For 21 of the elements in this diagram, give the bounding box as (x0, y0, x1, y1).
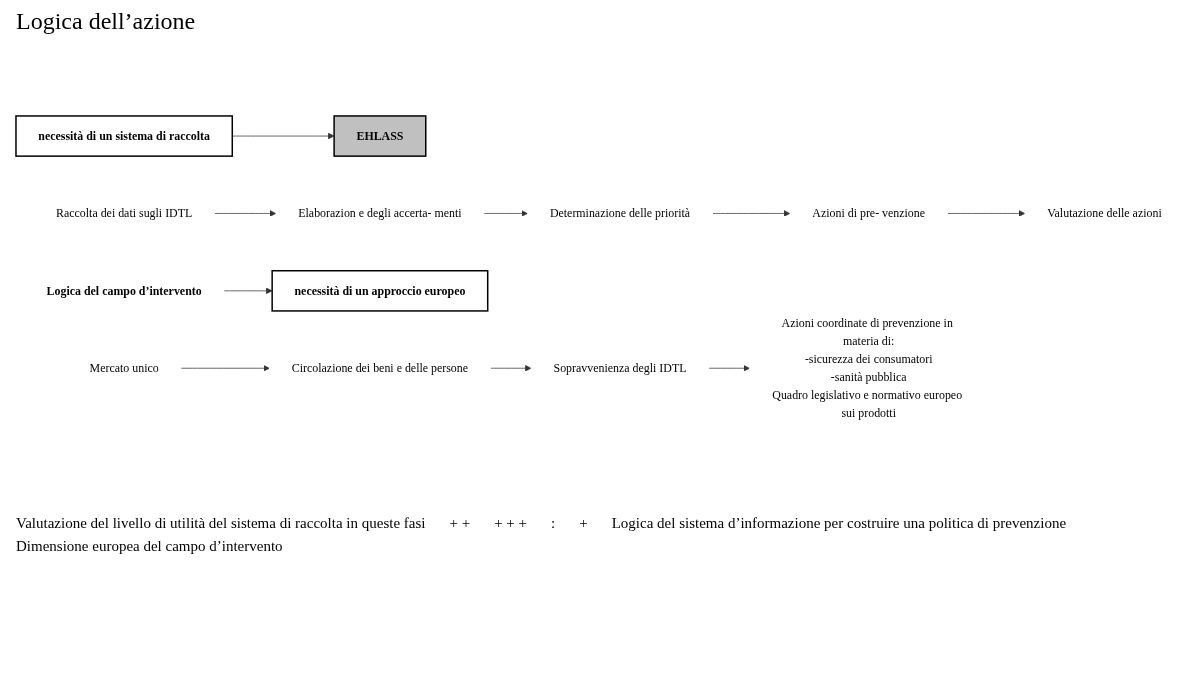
node-text: Azioni di pre- venzione (811, 206, 925, 219)
node-text: Logica del campo d’intervento (46, 283, 202, 297)
note-text: + + + (494, 515, 528, 532)
note-text: + + (449, 515, 471, 532)
node-text: Circolazione dei beni e delle persone (291, 361, 468, 374)
node-text: Elaborazion e degli accerta- menti (297, 206, 462, 219)
note-text: : (551, 515, 556, 532)
note-text: Valutazione del livello di utilità del sistema di raccolta in queste fasi (16, 515, 426, 532)
node-text: Mercato unico (89, 361, 159, 374)
node-box: EHLASS (332, 114, 426, 157)
node-box: necessità di un approccio europeo (270, 269, 488, 312)
diagram-title: Logica dell’azione (16, 8, 197, 35)
note-text: + (579, 515, 588, 532)
note-text: Logica del sistema d’informazione per costruire una politica di prevenzione (611, 515, 1067, 532)
node-box: necessità di un sistema di raccolta (14, 114, 233, 157)
node-text: Raccolta dei dati sugli IDTL (55, 206, 192, 219)
node-text: Valutazione delle azioni (1046, 206, 1162, 219)
node-text: Sopravvenienza degli IDTL (553, 361, 686, 374)
note-text: Dimensione europea del campo d’intervento (16, 538, 283, 555)
node-text: Azioni coordinate di prevenzione in materia di: -sicurezza dei consumatori -sanità pubblica Quadro legislativo e normativo europeo sui prodotti (771, 316, 962, 419)
node-text: Determinazione delle priorità (549, 206, 690, 219)
